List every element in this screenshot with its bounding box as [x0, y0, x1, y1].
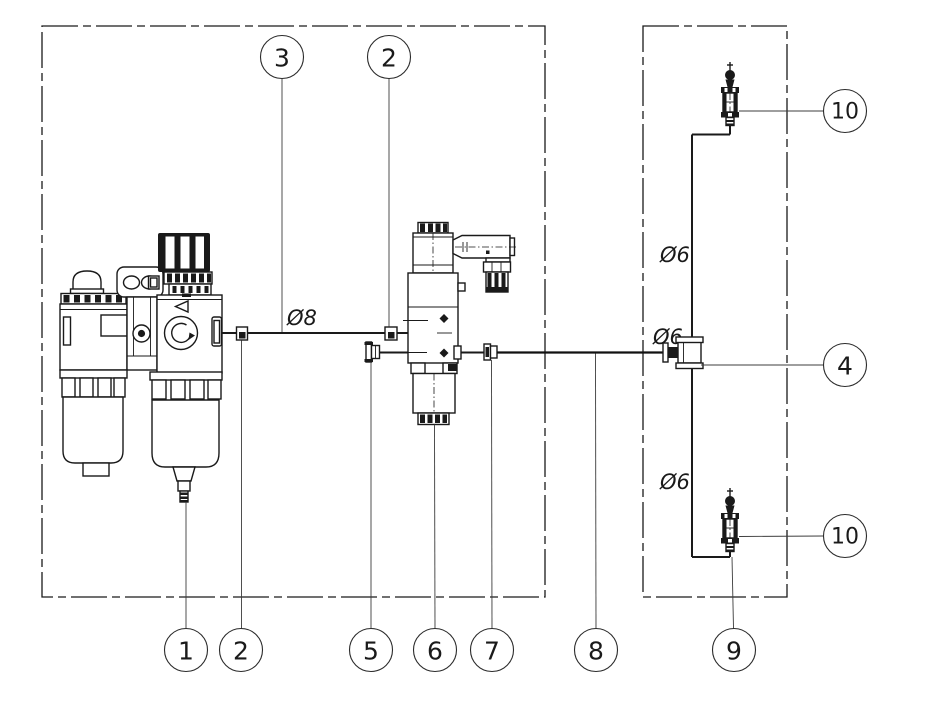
- callout-4: 4: [701, 342, 868, 388]
- valve-bottom-solenoid: [412, 372, 456, 426]
- callout-circle: [259, 34, 305, 80]
- pipe-d6-upper-label: Ø6: [659, 243, 690, 267]
- valve-body: [403, 272, 466, 375]
- solenoid-valve: [403, 221, 516, 426]
- pipe-d8-label: Ø8: [286, 306, 317, 330]
- callout-9: 9: [711, 556, 757, 673]
- pipe-d6-lower: Ø6: [659, 368, 731, 558]
- callout-circle: [822, 513, 868, 559]
- callout-1: 1: [163, 502, 209, 673]
- filter-bowl: [149, 371, 223, 503]
- lubricator-ring: [60, 292, 127, 305]
- solenoid-coil: [412, 232, 454, 274]
- exhaust-fitting-5: [364, 341, 381, 363]
- regulator-dial: [163, 315, 199, 351]
- fitting-2-left: [235, 326, 249, 341]
- callout-7: 7: [469, 359, 515, 673]
- callout-circle: [573, 627, 619, 673]
- callout-number: 4: [837, 352, 853, 381]
- fitting-2-right: [384, 326, 398, 341]
- port-mark-upper: [439, 314, 449, 323]
- callout-number: 3: [274, 44, 290, 73]
- lubricator-cap: [69, 270, 105, 295]
- flow-arrow-icon: [173, 299, 189, 314]
- mounting-bracket: [116, 266, 164, 371]
- regulator-knob: [158, 233, 213, 296]
- callout-number: 8: [588, 637, 604, 666]
- valve-top-cap: [417, 221, 449, 234]
- callout-5: 5: [348, 362, 394, 673]
- callout-number: 2: [381, 44, 397, 73]
- cable-connector: [452, 234, 516, 293]
- callout-number: 10: [831, 100, 859, 125]
- callout-number: 5: [363, 637, 379, 666]
- callout-circle: [469, 627, 515, 673]
- callout-number: 9: [726, 637, 742, 666]
- callout-10-upper: 10: [739, 88, 868, 134]
- regulator-body: [156, 293, 223, 374]
- frl-unit: [59, 233, 223, 503]
- callout-circle: [711, 627, 757, 673]
- pipe-d8: Ø8: [221, 306, 408, 334]
- lubricator-bowl: [59, 369, 128, 477]
- callout-circle: [218, 627, 264, 673]
- callout-3: 3: [259, 34, 305, 332]
- callout-10-lower: 10: [738, 513, 868, 559]
- callout-circle: [822, 88, 868, 134]
- callout-circle: [822, 342, 868, 388]
- tee-fitting-4: [662, 336, 704, 370]
- callout-circle: [412, 627, 458, 673]
- port-mark-lower: [439, 348, 449, 358]
- callout-circle: [348, 627, 394, 673]
- callout-2-bottom: 2: [218, 340, 264, 673]
- callout-6: 6: [412, 424, 458, 673]
- callout-circle: [366, 34, 412, 80]
- callout-number: 10: [831, 525, 859, 550]
- callout-2-top: 2: [366, 34, 412, 327]
- callout-8: 8: [573, 353, 619, 673]
- left-boundary-box: [41, 25, 546, 598]
- fitting-7: [483, 343, 498, 361]
- callout-number: 2: [233, 637, 249, 666]
- pipe-d6-upper: Ø6: [659, 125, 731, 337]
- callout-number: 7: [484, 637, 500, 666]
- callout-circle: [163, 627, 209, 673]
- drain-valve: [172, 466, 196, 503]
- callout-number: 6: [427, 637, 443, 666]
- right-boundary-box: [642, 25, 788, 598]
- callout-number: 1: [178, 637, 194, 666]
- pipe-d6-lower-label: Ø6: [659, 470, 690, 494]
- lubricator-body: [59, 303, 128, 371]
